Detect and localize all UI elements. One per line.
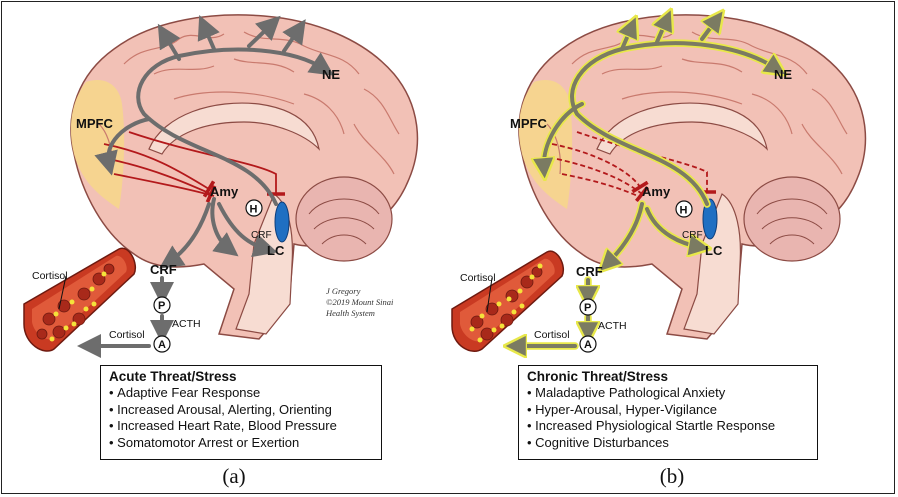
lc-label: LC: [267, 243, 285, 258]
list-item: Maladaptive Pathological Anxiety: [527, 385, 809, 402]
cortisol-vessel-label: Cortisol: [32, 270, 68, 282]
blood-vessel: [451, 250, 564, 352]
hypothalamus-node: [245, 199, 263, 217]
credit-line-2: ©2019 Mount Sinai: [326, 297, 394, 307]
crf-small-label: CRF: [251, 230, 272, 241]
acth-label: ACTH: [172, 318, 201, 330]
pituitary-node: [153, 296, 171, 314]
list-item: Somatomotor Arrest or Exertion: [109, 435, 373, 452]
p-label: P: [158, 300, 165, 312]
ne-projection-arrows: [77, 14, 334, 358]
mpfc-region: [70, 80, 125, 209]
h-label: H: [680, 205, 688, 217]
ne-label: NE: [322, 67, 340, 82]
amy-label: Amy: [642, 184, 671, 199]
list-item: Adaptive Fear Response: [109, 385, 373, 402]
crf-label: CRF: [150, 262, 177, 277]
ne-label: NE: [774, 67, 792, 82]
corpus-callosum: [596, 102, 768, 155]
crf-small-label: CRF: [682, 230, 703, 241]
panel-acute: NE MPFC Amy H CRF LC CRF P ACTH A Cortis…: [4, 4, 444, 494]
blood-vessel: [23, 247, 136, 352]
acute-summary-box: Acute Threat/Stress Adaptive Fear Respon…: [100, 365, 382, 460]
brainstem: [683, 193, 742, 335]
crf-label: CRF: [576, 264, 603, 279]
h-label: H: [250, 204, 258, 216]
cortisol-arrow-label: Cortisol: [534, 329, 570, 341]
brain-diagram-chronic: NE MPFC Amy H CRF LC CRF P ACTH A Cortis…: [451, 4, 867, 364]
list-item: Hyper-Arousal, Hyper-Vigilance: [527, 402, 809, 419]
hypothalamus-node: [675, 200, 693, 218]
list-item: Increased Physiological Startle Response: [527, 418, 809, 435]
chronic-summary-box: Chronic Threat/Stress Maladaptive Pathol…: [518, 365, 818, 460]
panel-caption: (b): [659, 464, 685, 488]
a-label: A: [158, 339, 166, 351]
cortisol-vessel-label: Cortisol: [460, 272, 496, 284]
amy-label: Amy: [210, 184, 239, 199]
mpfc-label: MPFC: [510, 116, 547, 131]
mpfc-label: MPFC: [76, 116, 113, 131]
box-title: Acute Threat/Stress: [109, 369, 237, 384]
list-item: Increased Heart Rate, Blood Pressure: [109, 418, 373, 435]
pituitary-node: [579, 298, 597, 316]
cerebellum: [295, 176, 393, 262]
ne-projection-arrows: [515, 19, 777, 346]
p-label: P: [584, 302, 591, 314]
acth-label: ACTH: [598, 320, 627, 332]
cortisol-arrow-label: Cortisol: [109, 329, 145, 341]
gyri-lines: [546, 31, 848, 175]
brain-diagram-acute: NE MPFC Amy H CRF LC CRF P ACTH A Cortis…: [23, 14, 419, 358]
list-item: Increased Arousal, Alerting, Orienting: [109, 402, 373, 419]
cerebellum: [743, 176, 841, 262]
mpfc-amy-pathways: [551, 131, 716, 203]
adrenal-node: [579, 335, 597, 353]
lc-label: LC: [705, 243, 723, 258]
panel-chronic: NE MPFC Amy H CRF LC CRF P ACTH A Cortis…: [451, 4, 892, 494]
effects-list: Maladaptive Pathological Anxiety Hyper-A…: [527, 385, 809, 451]
brain-outline: [70, 14, 419, 340]
a-label: A: [584, 339, 592, 351]
adrenal-node: [153, 335, 171, 353]
panel-caption: (a): [222, 464, 246, 488]
list-item: Cognitive Disturbances: [527, 435, 809, 452]
box-title: Chronic Threat/Stress: [527, 369, 669, 384]
effects-list: Adaptive Fear Response Increased Arousal…: [109, 385, 373, 451]
credit-line-3: Health System: [325, 308, 375, 318]
locus-coeruleus: [274, 201, 290, 243]
credit-line-1: J Gregory: [326, 286, 361, 296]
corpus-callosum: [148, 102, 320, 155]
